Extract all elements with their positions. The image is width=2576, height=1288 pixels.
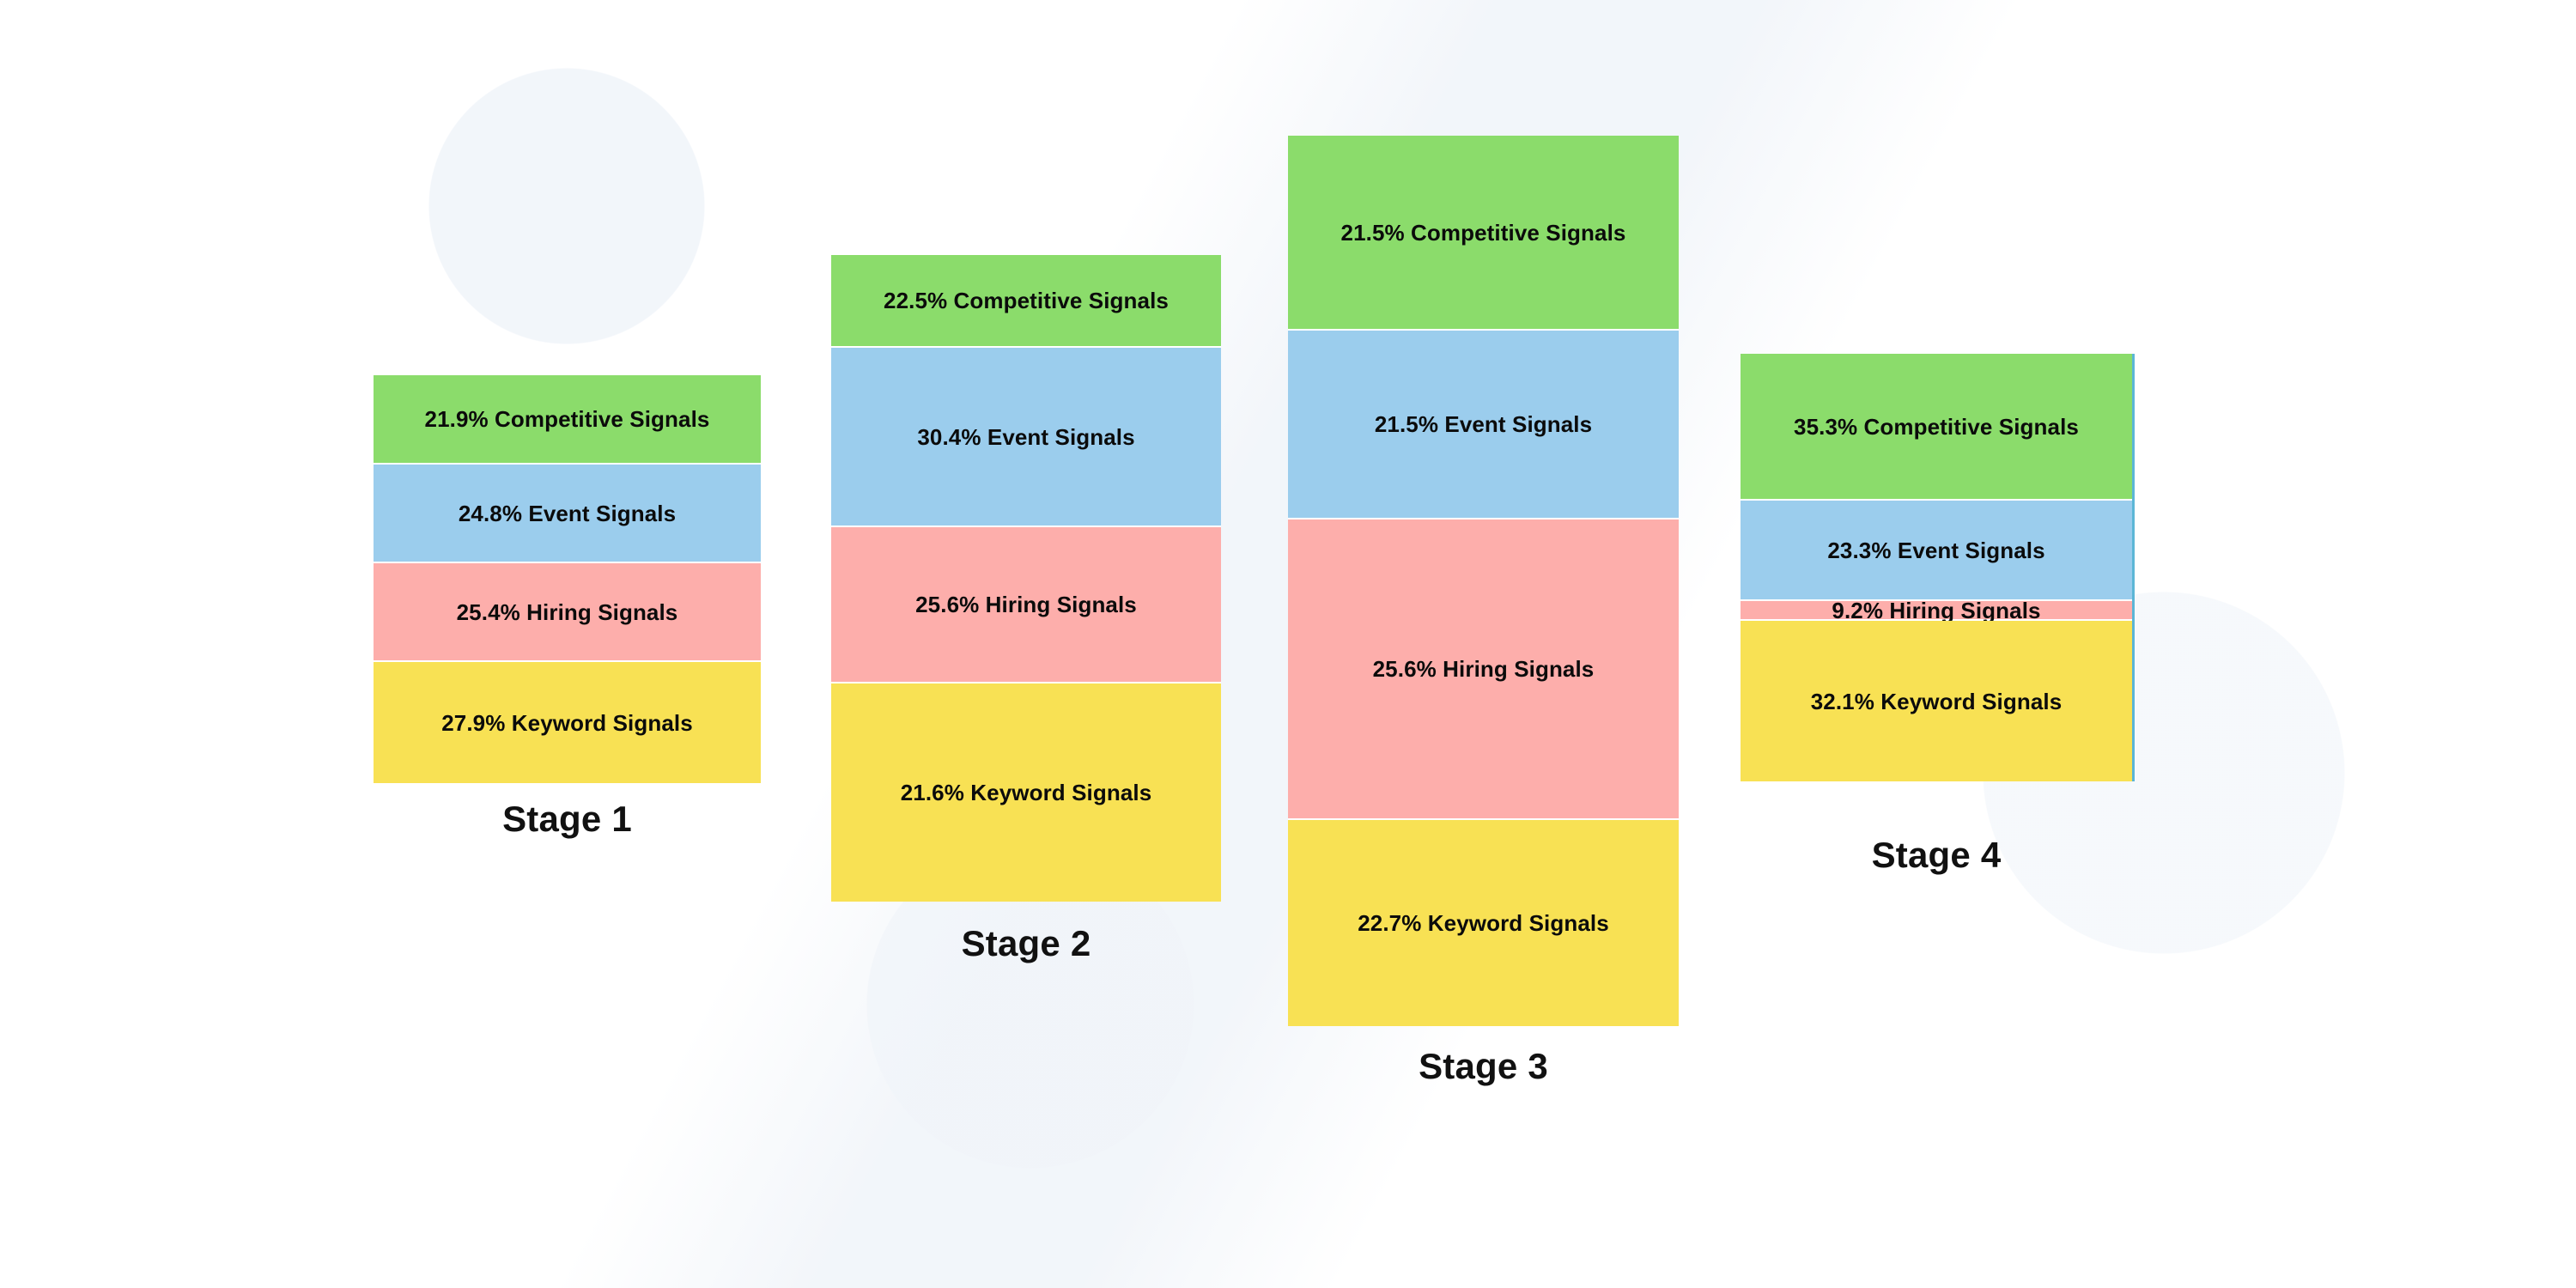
bar-highlight-edge bbox=[2132, 354, 2135, 781]
bar-stack: 35.3% Competitive Signals 23.3% Event Sig… bbox=[1741, 354, 2132, 781]
bar-group-stage-4[interactable]: 35.3% Competitive Signals 23.3% Event Sig… bbox=[1741, 354, 2135, 781]
bar-segment[interactable]: 22.5% Competitive Signals bbox=[831, 255, 1221, 348]
bar-stack: 22.5% Competitive Signals 30.4% Event Sig… bbox=[831, 255, 1221, 902]
bar-segment[interactable]: 9.2% Hiring Signals bbox=[1741, 597, 2132, 623]
segment-value-label: 21.5% Competitive Signals bbox=[1340, 219, 1626, 246]
segment-value-label: 32.1% Keyword Signals bbox=[1810, 688, 2063, 714]
bar-stack: 21.9% Competitive Signals 24.8% Event Sig… bbox=[374, 375, 761, 783]
bar-segment[interactable]: 30.4% Event Signals bbox=[831, 348, 1221, 527]
bar-group-stage-1[interactable]: 21.9% Competitive Signals 24.8% Event Sig… bbox=[374, 375, 761, 783]
bar-segment[interactable]: 25.6% Hiring Signals bbox=[831, 527, 1221, 683]
stage-label-1: Stage 1 bbox=[502, 799, 632, 839]
stage-label-4: Stage 4 bbox=[1871, 835, 2002, 875]
bar-segment[interactable]: 35.3% Competitive Signals bbox=[1741, 354, 2132, 501]
segment-value-label: 25.6% Hiring Signals bbox=[915, 592, 1137, 617]
segment-value-label: 30.4% Event Signals bbox=[917, 423, 1135, 450]
bar-group-stage-2[interactable]: 22.5% Competitive Signals 30.4% Event Sig… bbox=[831, 255, 1221, 902]
bar-group-stage-3[interactable]: 21.5% Competitive Signals 21.5% Event Sig… bbox=[1288, 136, 1679, 1026]
bar-segment[interactable]: 24.8% Event Signals bbox=[374, 465, 761, 563]
segment-value-label: 27.9% Keyword Signals bbox=[441, 709, 693, 736]
bar-segment[interactable]: 25.6% Hiring Signals bbox=[1288, 519, 1679, 820]
segment-value-label: 21.6% Keyword Signals bbox=[900, 780, 1152, 805]
segment-value-label: 22.5% Competitive Signals bbox=[884, 288, 1169, 313]
segment-value-label: 22.7% Keyword Signals bbox=[1358, 910, 1609, 936]
bar-segment[interactable]: 21.6% Keyword Signals bbox=[831, 683, 1221, 902]
stage-label-2: Stage 2 bbox=[961, 923, 1091, 963]
segment-value-label: 35.3% Competitive Signals bbox=[1794, 413, 2079, 440]
bar-segment[interactable]: 27.9% Keyword Signals bbox=[374, 662, 761, 783]
segment-value-label: 23.3% Event Signals bbox=[1827, 537, 2045, 563]
bar-segment[interactable]: 21.9% Competitive Signals bbox=[374, 375, 761, 465]
bar-segment[interactable]: 25.4% Hiring Signals bbox=[374, 563, 761, 662]
segment-value-label: 21.9% Competitive Signals bbox=[424, 406, 710, 432]
bar-stack: 21.5% Competitive Signals 21.5% Event Sig… bbox=[1288, 136, 1679, 1026]
bar-segment[interactable]: 21.5% Event Signals bbox=[1288, 331, 1679, 519]
segment-value-label: 24.8% Event Signals bbox=[458, 500, 677, 526]
bar-segment[interactable]: 22.7% Keyword Signals bbox=[1288, 820, 1679, 1026]
segment-value-label: 25.6% Hiring Signals bbox=[1372, 656, 1595, 682]
segment-value-label: 21.5% Event Signals bbox=[1374, 411, 1593, 437]
segment-value-label: 9.2% Hiring Signals bbox=[1832, 597, 2041, 623]
stage-label-3: Stage 3 bbox=[1419, 1046, 1548, 1086]
bar-segment[interactable]: 23.3% Event Signals bbox=[1741, 501, 2132, 601]
bar-segment[interactable]: 32.1% Keyword Signals bbox=[1741, 621, 2132, 781]
segment-value-label: 25.4% Hiring Signals bbox=[456, 598, 678, 625]
bar-segment[interactable]: 21.5% Competitive Signals bbox=[1288, 136, 1679, 331]
